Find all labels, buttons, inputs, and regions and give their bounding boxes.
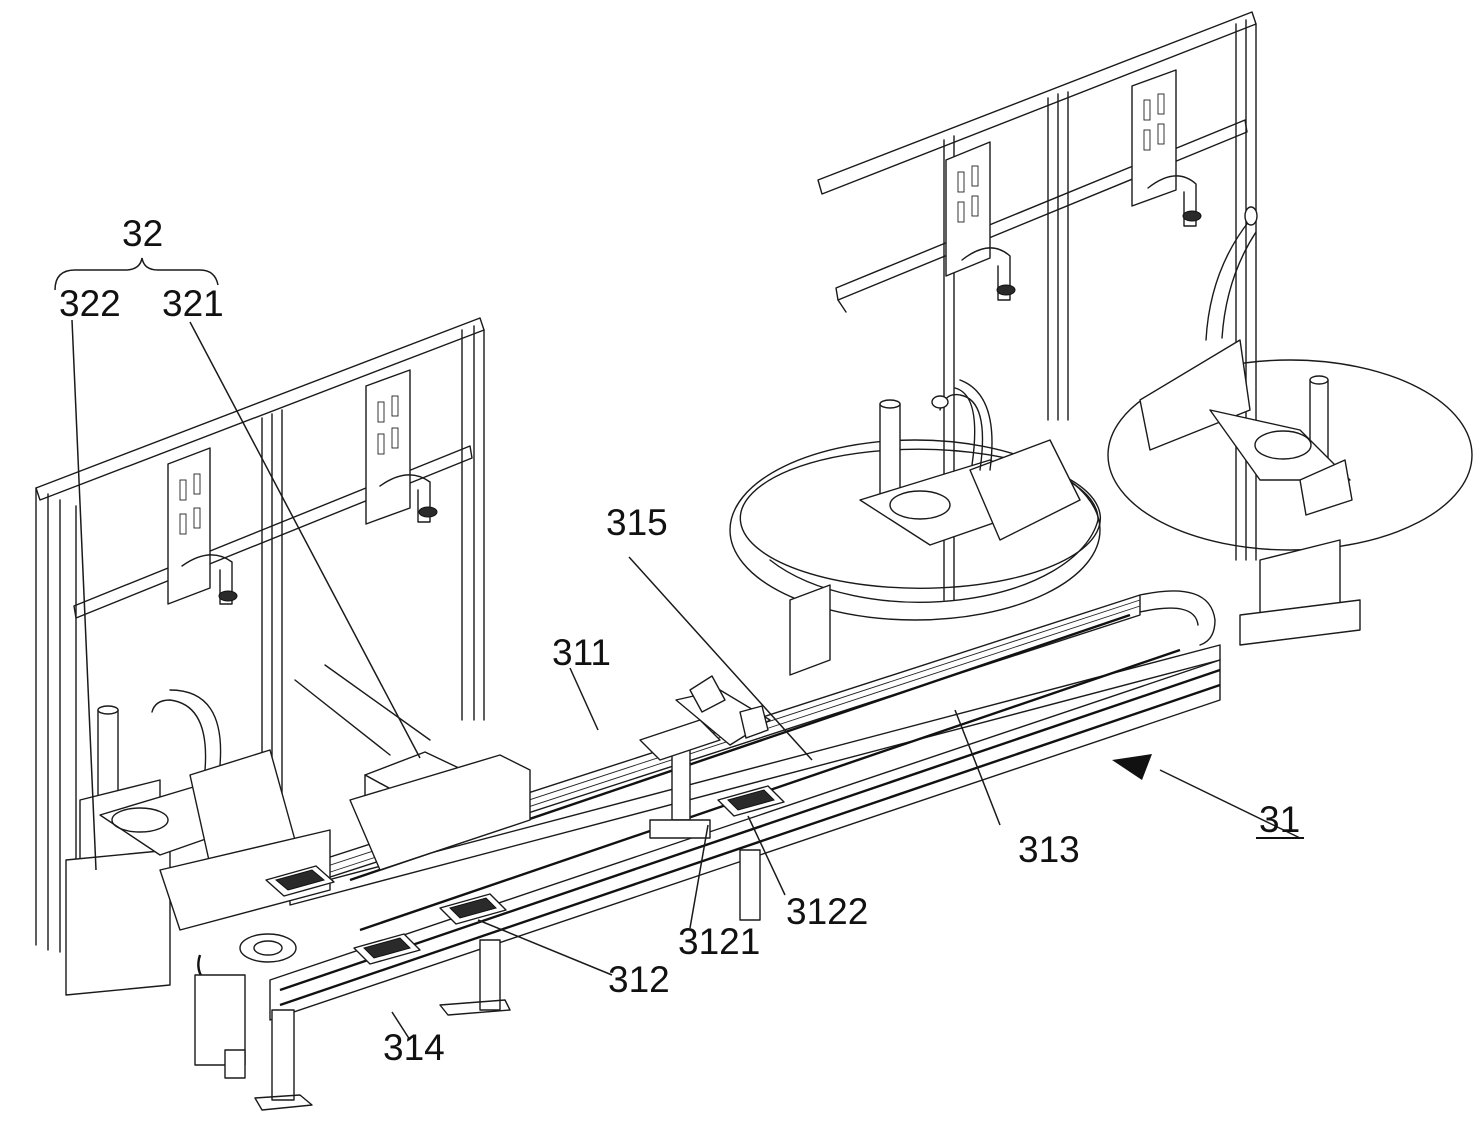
label-3121: 3121 [678,921,760,962]
label-311: 311 [552,632,611,673]
label-3122: 3122 [786,891,868,932]
arrow-31 [1112,754,1152,780]
scara-robot-middle [860,380,1080,545]
label-314: 314 [383,1027,445,1068]
right-stands [790,540,1360,675]
label-313: 313 [1018,829,1080,870]
label-32: 32 [122,213,163,254]
label-321: 321 [162,283,224,324]
label-322: 322 [59,283,121,324]
label-315: 315 [606,502,668,543]
label-312: 312 [608,959,670,1000]
label-31: 31 [1259,799,1300,840]
leader-311 [570,668,598,730]
camera-unit-315 [640,676,770,838]
